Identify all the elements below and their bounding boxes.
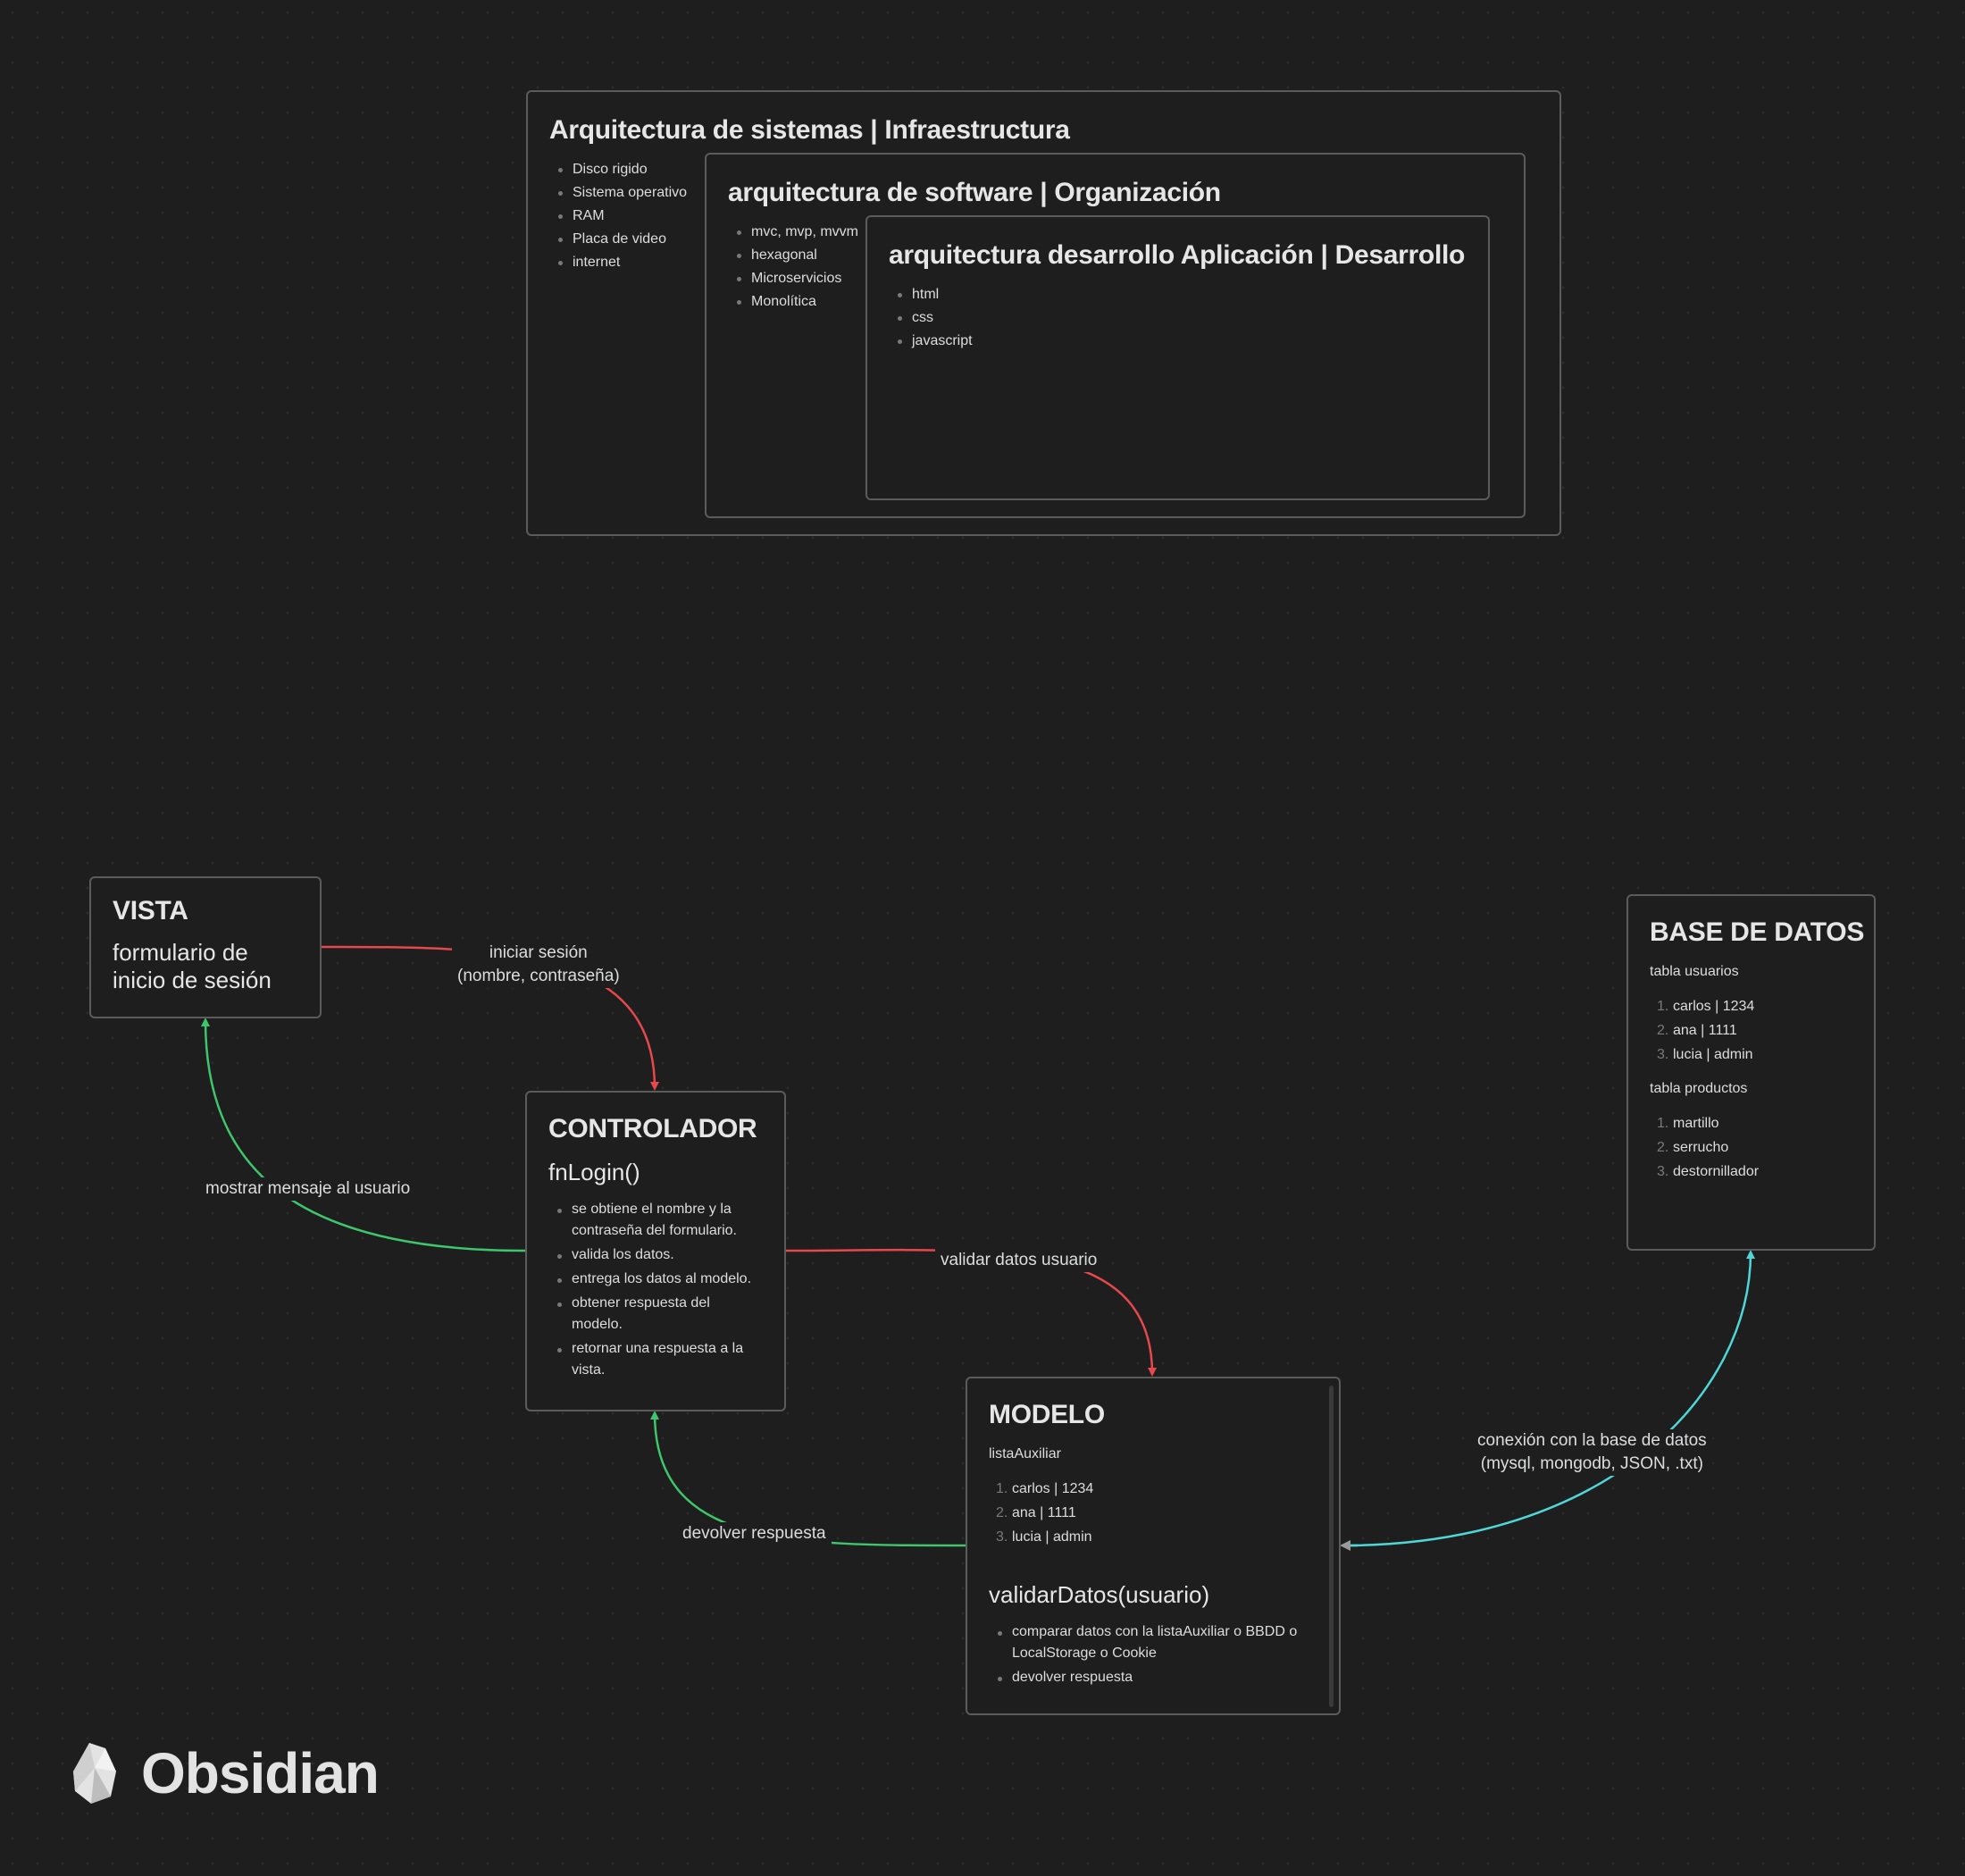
card-title: MODELO <box>989 1400 1105 1429</box>
card-base-de-datos[interactable]: BASE DE DATOS tabla usuarios carlos | 12… <box>1626 894 1876 1251</box>
card-title: CONTROLADOR <box>548 1114 757 1143</box>
modelo-steps: comparar datos con la listaAuxiliar o BB… <box>989 1621 1317 1688</box>
card-subtitle: formulario de inicio de sesión <box>113 939 298 994</box>
list-item: entrega los datos al modelo. <box>548 1269 763 1290</box>
list-item: comparar datos con la listaAuxiliar o BB… <box>989 1621 1317 1664</box>
list-item: lucia | admin <box>996 1525 1092 1549</box>
tabla-productos: martillo serrucho destornillador <box>1650 1111 1852 1184</box>
list-item: valida los datos. <box>548 1244 763 1266</box>
list-item: carlos | 1234 <box>996 1477 1094 1501</box>
edge-label-devolver-respuesta[interactable]: devolver respuesta <box>677 1522 832 1545</box>
list-item: se obtiene el nombre y la contraseña del… <box>548 1199 763 1242</box>
list-item: javascript <box>889 330 1467 353</box>
edge-mostrar-mensaje <box>201 1018 526 1252</box>
list-item: RAM <box>549 205 1538 228</box>
list-item: css <box>889 306 1467 330</box>
label-line: (nombre, contraseña) <box>457 967 620 985</box>
card-title: arquitectura de software | Organización <box>728 178 1221 207</box>
list-item: devolver respuesta <box>989 1667 1317 1688</box>
edge-conexion-bd <box>1342 1250 1755 1547</box>
card-vista[interactable]: VISTA formulario de inicio de sesión <box>89 876 322 1018</box>
card-arquitectura-desarrollo[interactable]: arquitectura desarrollo Aplicación | Des… <box>865 215 1490 500</box>
edge-label-mostrar-mensaje[interactable]: mostrar mensaje al usuario <box>200 1177 416 1201</box>
label-line: devolver respuesta <box>682 1524 826 1543</box>
obsidian-logo: Obsidian <box>70 1740 380 1806</box>
list-item: obtener respuesta del modelo. <box>548 1293 763 1336</box>
list-item: martillo <box>1657 1111 1719 1135</box>
card-title: BASE DE DATOS <box>1650 917 1865 947</box>
subtitle-line: formulario de <box>113 939 248 966</box>
list-item: Placa de video <box>549 228 1538 251</box>
edge-label-conexion-bd[interactable]: conexión con la base de datos (mysql, mo… <box>1472 1429 1712 1476</box>
list-item: carlos | 1234 <box>1657 994 1755 1018</box>
list-item: lucia | admin <box>1657 1043 1753 1067</box>
list-item: serrucho <box>1657 1135 1729 1160</box>
list-item: Disco rigido <box>549 158 1538 181</box>
edge-label-validar-datos[interactable]: validar datos usuario <box>935 1249 1103 1272</box>
controlador-steps: se obtiene el nombre y la contraseña del… <box>548 1199 763 1381</box>
label-line: mostrar mensaje al usuario <box>205 1179 411 1198</box>
list-item: hexagonal <box>728 244 1502 267</box>
card-function: validarDatos(usuario) <box>989 1581 1210 1608</box>
card-title: VISTA <box>113 896 188 925</box>
list-item: retornar una respuesta a la vista. <box>548 1338 763 1381</box>
desarrollo-list: html css javascript <box>889 283 1467 353</box>
list-item: internet <box>549 251 1538 274</box>
card-scrollbar[interactable] <box>1329 1386 1334 1707</box>
logo-text: Obsidian <box>141 1741 380 1805</box>
list-item: destornillador <box>1657 1160 1760 1184</box>
edge-label-iniciar-sesion[interactable]: iniciar sesión (nombre, contraseña) <box>452 942 625 988</box>
label-line: (mysql, mongodb, JSON, .txt) <box>1480 1454 1703 1473</box>
list-item: html <box>889 283 1467 306</box>
list-item: Microservicios <box>728 267 1502 290</box>
obsidian-gem-icon <box>73 1743 116 1804</box>
list-item: Sistema operativo <box>549 181 1538 205</box>
software-list: mvc, mvp, mvvm hexagonal Microservicios … <box>728 221 1502 314</box>
tabla-usuarios: carlos | 1234 ana | 1111 lucia | admin <box>1650 994 1852 1067</box>
card-modelo[interactable]: MODELO listaAuxiliar carlos | 1234 ana |… <box>966 1377 1341 1715</box>
card-title: arquitectura desarrollo Aplicación | Des… <box>889 240 1466 270</box>
list-item: ana | 1111 <box>1657 1018 1737 1043</box>
card-title: Arquitectura de sistemas | Infraestructu… <box>549 115 1070 145</box>
label-line: iniciar sesión <box>489 943 588 962</box>
label-line: validar datos usuario <box>941 1251 1098 1269</box>
card-function: fnLogin() <box>548 1159 640 1185</box>
sistemas-list: Disco rigido Sistema operativo RAM Placa… <box>549 158 1538 274</box>
list-item: ana | 1111 <box>996 1501 1076 1525</box>
table-title: tabla usuarios <box>1650 964 1739 979</box>
lista-auxiliar: carlos | 1234 ana | 1111 lucia | admin <box>989 1477 1317 1549</box>
list-item: Monolítica <box>728 290 1502 314</box>
subtitle-line: inicio de sesión <box>113 967 272 993</box>
table-title: tabla productos <box>1650 1081 1748 1096</box>
label-line: conexión con la base de datos <box>1477 1431 1707 1450</box>
card-controlador[interactable]: CONTROLADOR fnLogin() se obtiene el nomb… <box>525 1091 786 1411</box>
list-title: listaAuxiliar <box>989 1446 1061 1461</box>
list-item: mvc, mvp, mvvm <box>728 221 1502 244</box>
